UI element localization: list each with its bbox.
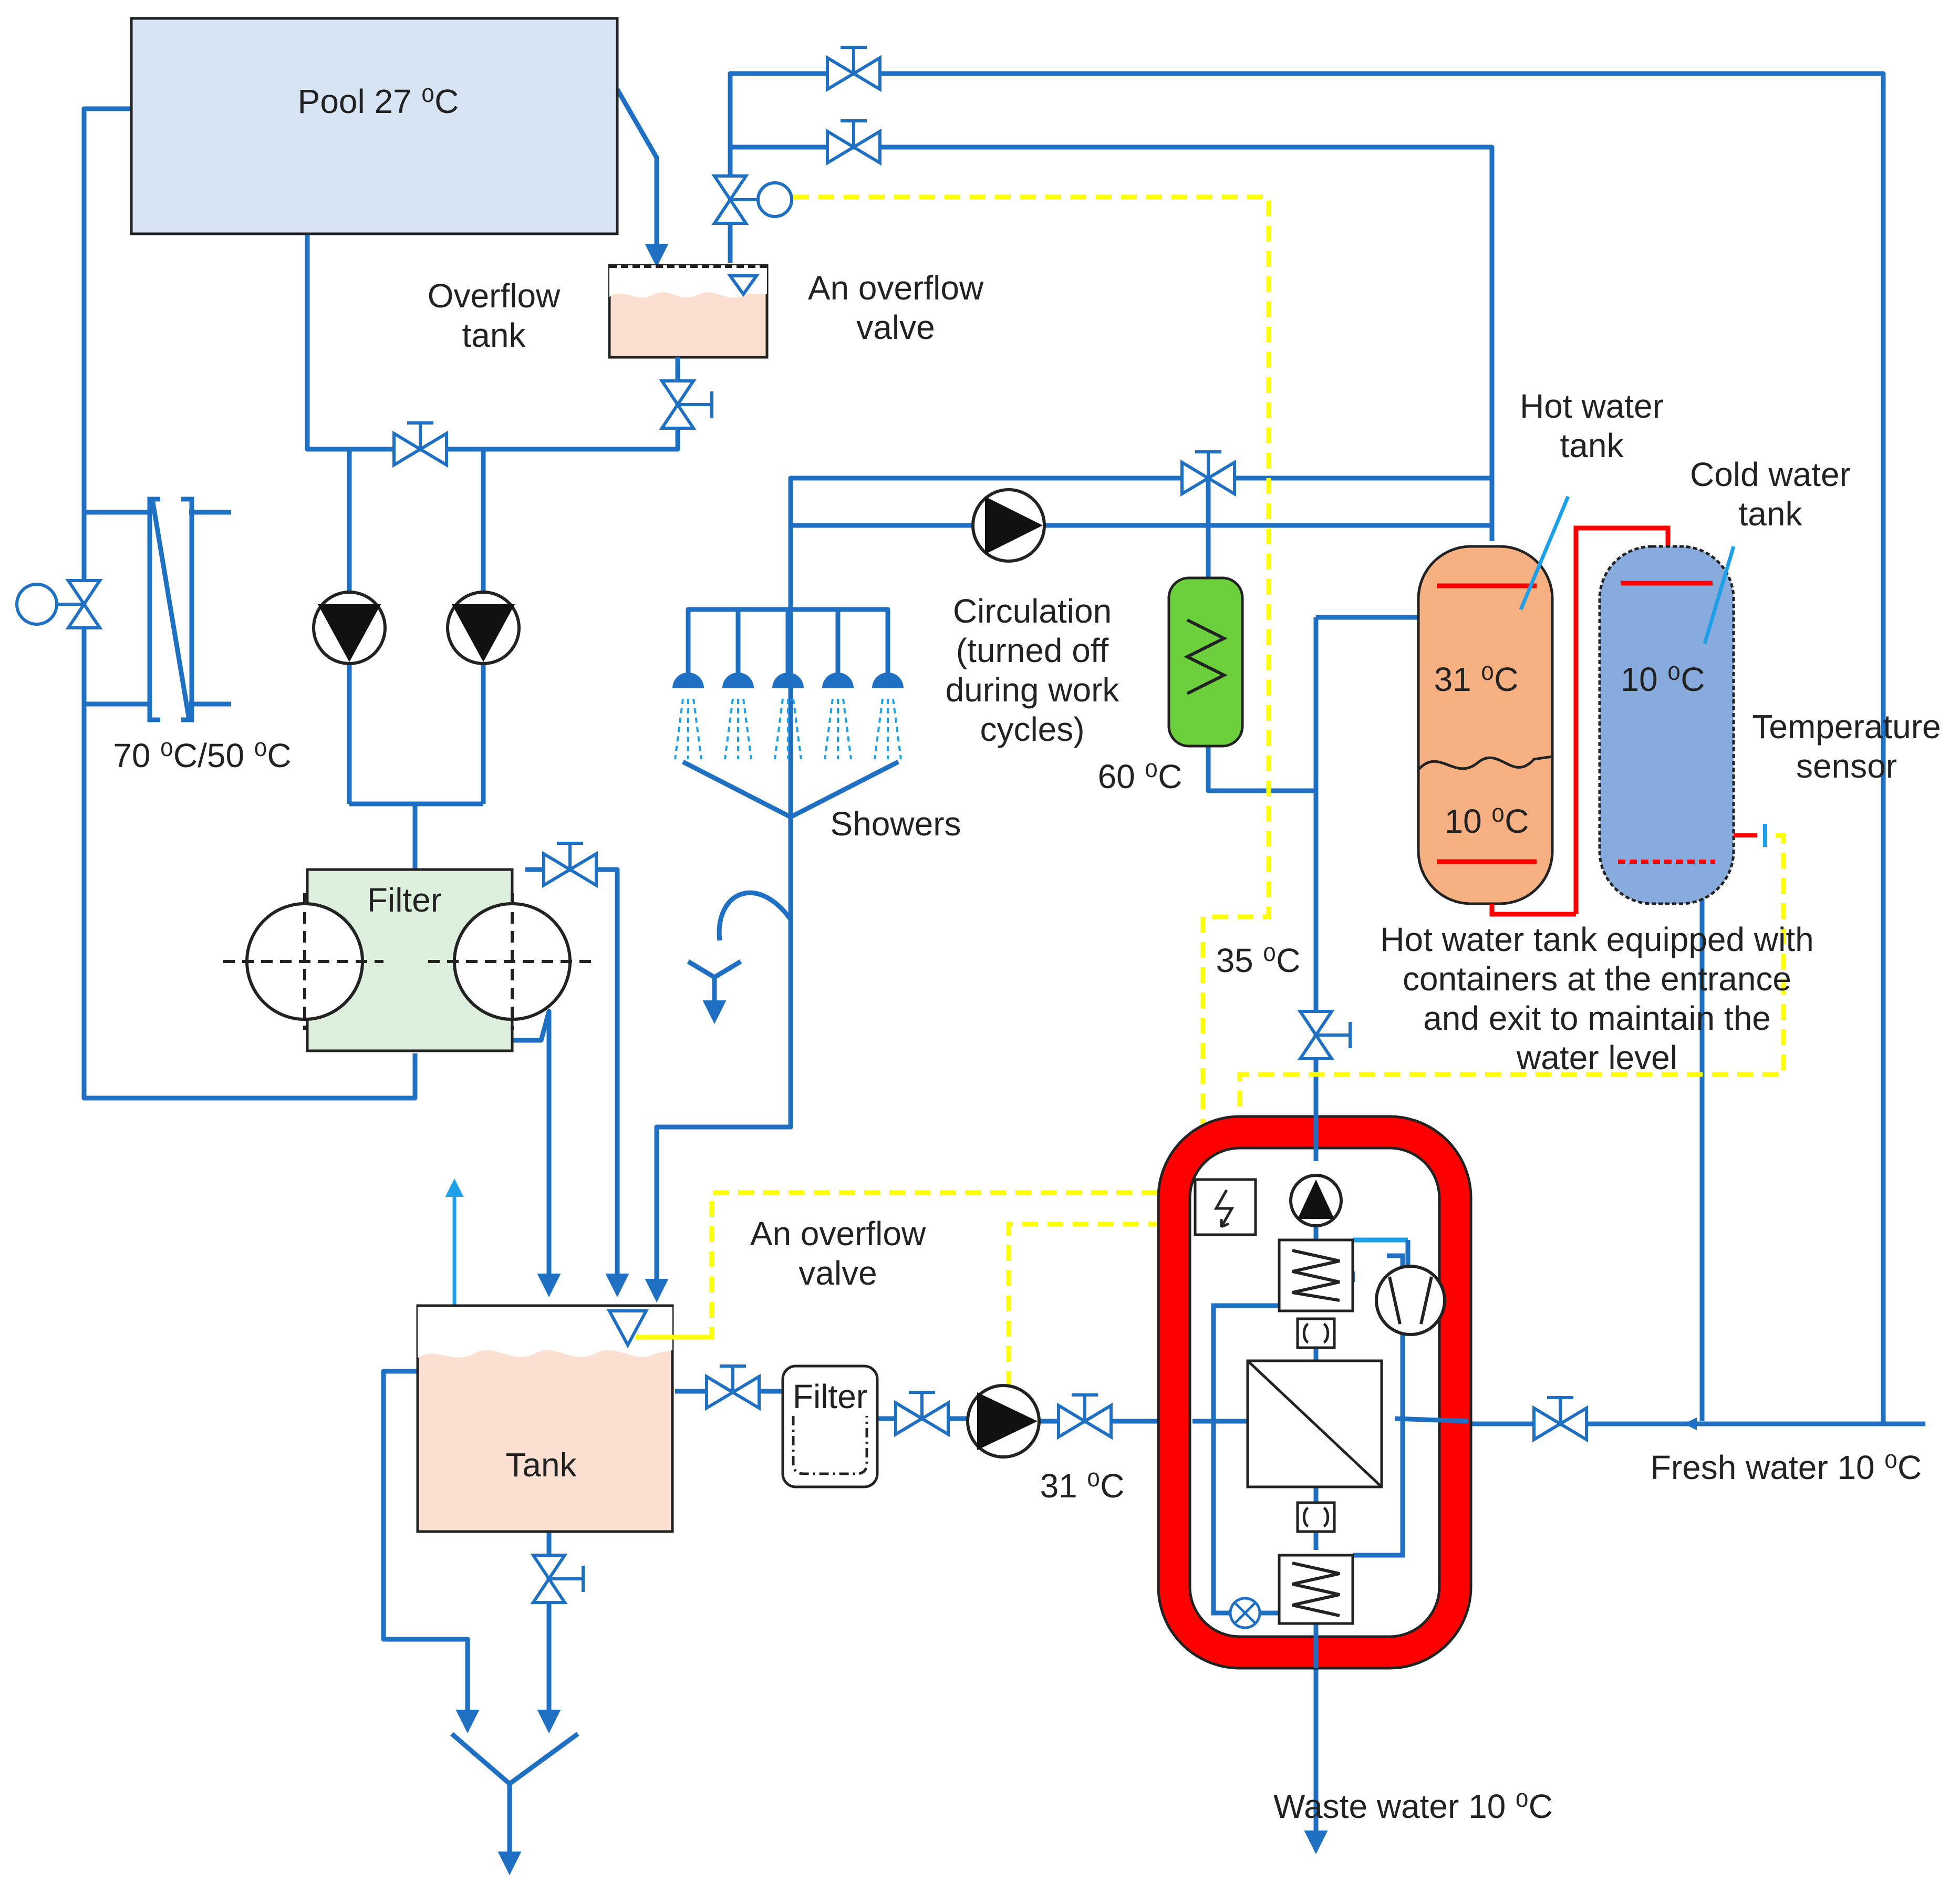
cold-tank-pointer	[1703, 546, 1736, 644]
circulation-label-4: cycles)	[980, 710, 1084, 748]
hot-tank-pointer	[1519, 495, 1570, 611]
float-valve-top	[711, 174, 793, 225]
filter-bottom-label: Filter	[793, 1378, 867, 1415]
pipe-heater-out	[1206, 746, 1316, 793]
hot-water-tank	[1417, 545, 1554, 905]
note-line-2: containers at the entrance	[1403, 960, 1791, 998]
valve-after-filter	[894, 1391, 950, 1438]
valve-top-2	[826, 119, 882, 166]
valve-overflow-drain	[659, 379, 713, 430]
overflow-valve-top-label-2: valve	[856, 308, 935, 346]
red-link-hot-cold-top	[1573, 525, 1671, 914]
tank-label: Tank	[505, 1446, 577, 1484]
overflow-valve-top-symbol	[727, 274, 760, 297]
heatpump-feed-pump	[966, 1384, 1041, 1459]
t31-label: 31 ⁰C	[1040, 1467, 1125, 1505]
hot-tank-upper-temp: 31 ⁰C	[1434, 660, 1519, 698]
valve-fresh-water	[1532, 1396, 1588, 1443]
temperature-sensor-label-1: Temperature	[1752, 708, 1941, 746]
note-line-4: water level	[1516, 1039, 1677, 1077]
pipe-shower-to-tank	[645, 817, 793, 1302]
overflow-valve-bottom-symbol	[606, 1309, 649, 1349]
cold-tank-temp: 10 ⁰C	[1621, 660, 1705, 698]
pool	[130, 17, 619, 235]
pool-heat-exchanger	[147, 497, 194, 722]
heater-60	[1167, 576, 1244, 748]
heat-pump-internal-pump	[1289, 1174, 1343, 1227]
pipe-drain-y	[450, 1732, 579, 1786]
hot-tank-lower-temp: 10 ⁰C	[1445, 802, 1529, 840]
showers-label: Showers	[831, 805, 961, 843]
expansion-valve-icon	[1229, 1597, 1261, 1629]
coupling-upper	[1296, 1317, 1336, 1349]
filter-top-label: Filter	[367, 881, 442, 919]
valve-heatpump-inlet	[1057, 1393, 1113, 1440]
overflow-valve-bottom-label-1: An overflow	[750, 1215, 926, 1253]
circulation-label-1: Circulation	[953, 592, 1112, 630]
overflow-valve-top-label-1: An overflow	[808, 269, 984, 307]
note-line-3: and exit to maintain the	[1423, 999, 1771, 1037]
pipe-top-fresh-1	[728, 71, 1886, 1424]
valve-tank-outlet	[705, 1364, 761, 1411]
overflow-tank-label-1: Overflow	[428, 277, 561, 315]
pipe-tank-left-drain	[381, 1369, 480, 1733]
hot-tank-label-1: Hot water	[1520, 387, 1664, 425]
cold-tank-label-2: tank	[1739, 495, 1803, 533]
pipe-filter-to-tank-2	[349, 1009, 561, 1297]
note-line-1: Hot water tank equipped with	[1380, 921, 1813, 958]
red-link-hot-bottom	[1489, 904, 1576, 917]
cold-tank-label-1: Cold water	[1690, 456, 1851, 493]
fresh-water-label: Fresh water 10 ⁰C	[1651, 1449, 1922, 1486]
valve-shower-supply	[1180, 450, 1236, 497]
pump-left	[312, 591, 387, 665]
valve-tank-bottom	[530, 1554, 585, 1604]
filter-pumps	[312, 591, 521, 665]
waste-water-label: Waste water 10 ⁰C	[1273, 1787, 1553, 1825]
pipe-pool-to-overflow	[615, 88, 669, 267]
compressor-icon	[1375, 1265, 1446, 1336]
overflow-tank-label-2: tank	[462, 316, 526, 354]
pipe-shower-supply	[788, 475, 1492, 1127]
circulation-label-3: during work	[946, 671, 1120, 709]
pool-label: Pool 27 ⁰C	[298, 82, 459, 120]
valves	[15, 46, 1588, 1604]
pump-right	[446, 591, 521, 665]
t35-label: 35 ⁰C	[1216, 942, 1301, 979]
heater-60-coil	[1184, 618, 1228, 695]
cold-water-tank	[1598, 545, 1735, 905]
float-valve-left	[15, 579, 103, 629]
filter-bottom	[781, 1364, 879, 1488]
circulation-pump	[971, 488, 1046, 563]
temperature-sensor-label-2: sensor	[1796, 747, 1897, 785]
lightning-icon	[1214, 1189, 1235, 1228]
coupling-lower	[1296, 1501, 1336, 1533]
filter-top-disks	[223, 893, 591, 1030]
heater-60-label: 60 ⁰C	[1098, 758, 1183, 795]
valve-top-1	[826, 46, 882, 92]
valve-pool-bottom	[392, 421, 448, 468]
valve-filter-top	[542, 842, 598, 888]
valve-heatpump-top	[1297, 1010, 1352, 1060]
shower-heads	[672, 673, 904, 760]
pipe-pool-left-return	[81, 106, 418, 1101]
heater-temp-label: 70 ⁰C/50 ⁰C	[113, 737, 291, 774]
overflow-valve-bottom-label-2: valve	[798, 1254, 877, 1292]
hot-tank-label-2: tank	[1560, 427, 1624, 464]
circulation-label-2: (turned off	[956, 632, 1109, 669]
pipe-top-fresh-2	[730, 144, 1495, 541]
fresh-water-arrow	[1684, 1418, 1697, 1430]
